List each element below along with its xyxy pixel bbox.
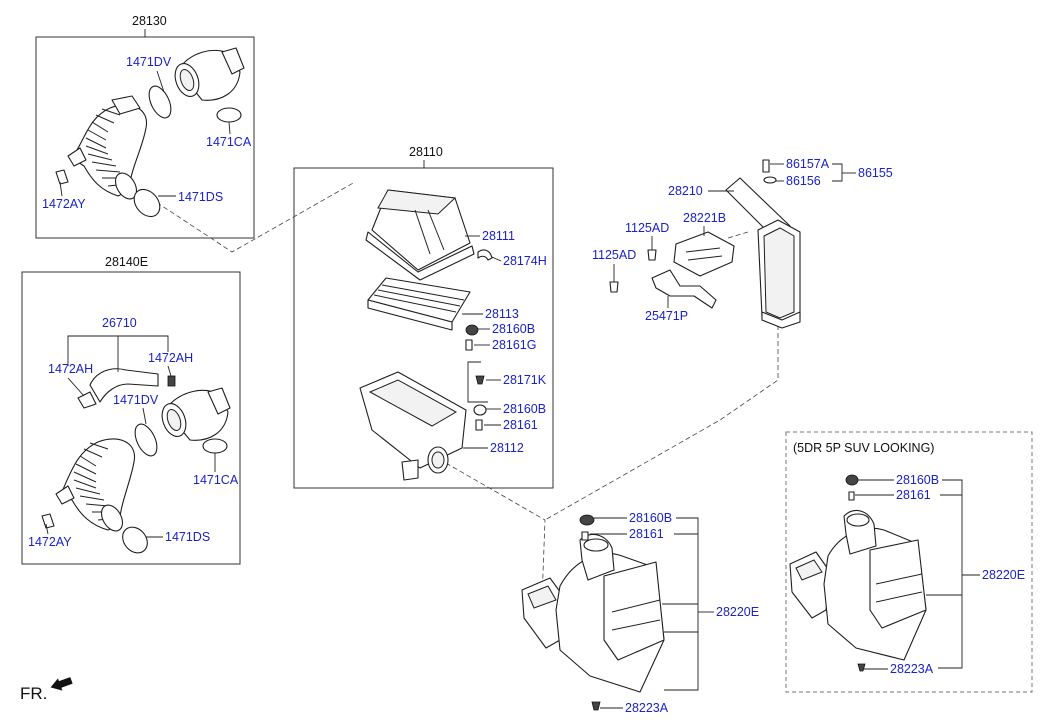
clip-label[interactable]: 28174H — [503, 254, 547, 268]
front-arrow-icon — [50, 677, 73, 691]
suv-variant-box — [785, 431, 1033, 693]
resonator-insulator-label[interactable]: 28160B — [629, 511, 672, 525]
bolt-label[interactable]: 28171K — [503, 373, 547, 387]
breather-clip-left-label[interactable]: 1472AH — [48, 362, 93, 376]
lower-hose-kit-box — [21, 271, 241, 565]
air-cleaner-drawing — [359, 189, 493, 481]
air-cleaner-box — [293, 167, 554, 489]
resonator-label[interactable]: 28220E — [716, 605, 759, 619]
resonator-bolt-label[interactable]: 28223A — [625, 701, 669, 715]
collar-label[interactable]: 28161G — [492, 338, 536, 352]
insulator-lower-label[interactable]: 28160B — [503, 402, 546, 416]
air-cleaner-body-label[interactable]: 28112 — [490, 441, 524, 455]
lower-bracket-label[interactable]: 25471P — [645, 309, 688, 323]
lower-hose-clamp-label[interactable]: 1471CA — [193, 473, 239, 487]
front-direction-label: FR. — [20, 684, 47, 703]
suv-resonator-label[interactable]: 28220E — [982, 568, 1025, 582]
resonator-collar-label[interactable]: 28161 — [629, 527, 664, 541]
air-cleaner-number[interactable]: 28110 — [409, 145, 443, 159]
collar-lower-label[interactable]: 28161 — [503, 418, 538, 432]
intake-duct-drawing — [609, 159, 801, 329]
breather-clip-right-label[interactable]: 1472AH — [148, 351, 193, 365]
insulator-label[interactable]: 28160B — [492, 322, 535, 336]
bolt-86157a-label[interactable]: 86157A — [786, 157, 830, 171]
upper-air-duct-drawing — [55, 47, 245, 218]
lower-band-clamp-label[interactable]: 1471DS — [165, 530, 210, 544]
suv-collar-label[interactable]: 28161 — [896, 488, 931, 502]
connector-line — [149, 181, 356, 253]
upper-band-clamp-label[interactable]: 1471DS — [178, 190, 223, 204]
grommet-label[interactable]: 86156 — [786, 174, 821, 188]
connector-line — [431, 454, 546, 601]
connector-line — [544, 325, 779, 521]
upper-cap-label[interactable]: 1472AY — [42, 197, 86, 211]
lower-cap-label[interactable]: 1472AY — [28, 535, 72, 549]
lower-air-duct-drawing — [41, 368, 231, 554]
bracket-label[interactable]: 28221B — [683, 211, 726, 225]
upper-clamp-label[interactable]: 1471DV — [126, 55, 172, 69]
duct-resonator-drawing — [521, 514, 665, 711]
lower-hose-kit-number[interactable]: 28140E — [105, 255, 148, 269]
suv-variant-title: (5DR 5P SUV LOOKING) — [793, 441, 934, 455]
air-cleaner-cover-label[interactable]: 28111 — [482, 229, 515, 243]
bolt-top-label[interactable]: 1125AD — [625, 221, 669, 235]
lower-clamp-label[interactable]: 1471DV — [113, 393, 159, 407]
filter-element-label[interactable]: 28113 — [485, 307, 519, 321]
bolt-bottom-label[interactable]: 1125AD — [592, 248, 636, 262]
suv-bolt-label[interactable]: 28223A — [890, 662, 934, 676]
cover-assembly-label[interactable]: 86155 — [858, 166, 893, 180]
intake-duct-label[interactable]: 28210 — [668, 184, 703, 198]
connector-line — [727, 231, 749, 239]
upper-hose-clamp-label[interactable]: 1471CA — [206, 135, 252, 149]
suv-resonator-drawing — [789, 474, 927, 672]
suv-insulator-label[interactable]: 28160B — [896, 473, 939, 487]
upper-hose-kit-number[interactable]: 28130 — [132, 14, 167, 28]
breather-hose-label[interactable]: 26710 — [102, 316, 137, 330]
